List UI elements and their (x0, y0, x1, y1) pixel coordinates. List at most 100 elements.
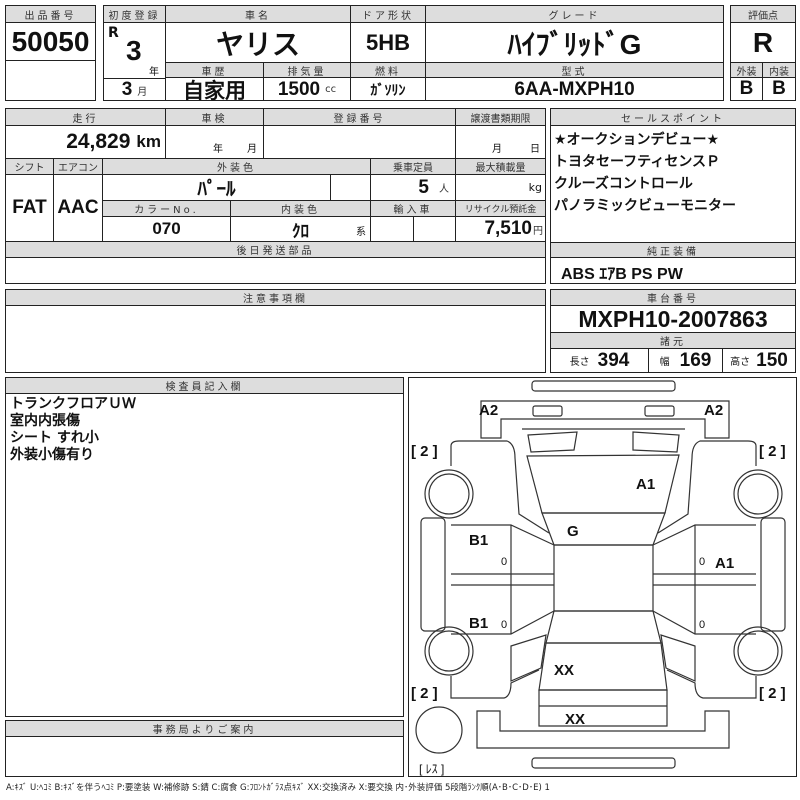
color-no: 070 (103, 217, 231, 242)
lot-box: 出品番号 50050 (5, 5, 96, 101)
displacement-value: 1500 (277, 78, 321, 100)
sales-point-item: クルーズコントロール (554, 176, 693, 192)
capacity-value: 5 (418, 176, 429, 198)
mileage: 24,829 km (6, 126, 166, 159)
mark-rear-hatch: XX (554, 662, 574, 679)
mark-front-right: A2 (704, 402, 723, 419)
later-parts-label: 後日発送部品 (6, 242, 545, 258)
int-color: ｸﾛ系 (231, 217, 371, 242)
tire-rl: [ 2 ] (411, 685, 438, 702)
headlight-right (644, 405, 675, 417)
tire-fr: [ 2 ] (759, 443, 786, 460)
inspector-note: 外装小傷有り (10, 447, 94, 463)
year: 3 (126, 35, 142, 66)
era: R (108, 25, 119, 41)
legend: A:ｷｽﾞ U:ﾍｺﾐ B:ｷｽﾞを伴うﾍｺﾐ P:要塗装 W:補修跡 S:錆 … (6, 783, 550, 793)
car-name: ヤリス (166, 23, 351, 63)
ac-label: エアコン (54, 159, 103, 175)
reg-no-label: 登録番号 (264, 109, 456, 126)
inspection-year-unit: 年 (213, 144, 223, 155)
ext-color: ﾊﾟｰﾙ (103, 175, 331, 201)
zero-mark: 0 (699, 556, 705, 568)
grade: ﾊｲﾌﾞﾘｯﾄﾞG (426, 23, 723, 63)
ext-color-extra (331, 175, 371, 201)
first-reg-year: R 3 年 (104, 23, 166, 81)
interior-score: B (772, 78, 786, 99)
spec-label: 諸元 (551, 333, 795, 349)
grille (522, 428, 685, 453)
history: 自家用 (166, 78, 264, 101)
capacity-unit: 人 (439, 184, 449, 195)
score-box: 評価点 R 外装 内装 B B (730, 5, 796, 101)
front-bar (531, 380, 676, 392)
inspector-note: 室内内張傷 (10, 413, 80, 429)
length-value: 394 (597, 349, 630, 371)
mark-windshield: G (567, 523, 579, 540)
door-label: ドア形状 (351, 6, 426, 23)
recycle-label: リサイクル預託金 (456, 201, 545, 217)
equipment: ABS ｴｱB PS PW (561, 266, 683, 283)
sales-point-item: ★オークションデビュー★ (554, 132, 720, 148)
exterior-label: 外装 (731, 63, 763, 78)
mileage-unit: km (136, 132, 161, 151)
first-reg-label: 初度登録 (104, 6, 166, 23)
sales-points-box: セールスポイント ★オークションデビュー★ トヨタセーフティセンスＰ クルーズコ… (550, 108, 796, 284)
tire-fl: [ 2 ] (411, 443, 438, 460)
transfer-month-unit: 月 (492, 144, 502, 155)
car-outline (415, 380, 786, 769)
load-label: 最大積載量 (456, 159, 545, 175)
transfer-date: 月日 (456, 126, 545, 159)
office-label: 事務局よりご案内 (6, 721, 403, 737)
month-unit: 月 (137, 86, 148, 98)
lot-number: 50050 (6, 23, 95, 61)
history-label: 車歴 (166, 63, 264, 78)
ext-color-label: 外装色 (103, 159, 371, 175)
inspector-note: トランクフロアＵＷ (10, 396, 136, 412)
year-unit: 年 (149, 67, 159, 78)
capacity-label: 乗車定員 (371, 159, 456, 175)
shift-label: シフト (6, 159, 54, 175)
rear-bumper (476, 710, 730, 749)
office-box: 事務局よりご案内 (5, 720, 404, 777)
right-fender (657, 440, 757, 534)
lot-label: 出品番号 (6, 6, 95, 23)
rear-panel (538, 689, 668, 727)
model-label: 型式 (426, 63, 723, 78)
left-sill (420, 517, 446, 632)
load: kg (456, 175, 545, 201)
rear-bar (531, 757, 676, 769)
int-color-label: 内装色 (231, 201, 371, 217)
transfer-label: 譲渡書類期限 (456, 109, 545, 126)
zero-mark: 0 (699, 619, 705, 631)
score-label: 評価点 (731, 6, 795, 23)
mileage-value: 24,829 (66, 130, 131, 153)
mark-left-front-door: B1 (469, 532, 488, 549)
right-sill (760, 517, 786, 632)
int-color-value: ｸﾛ (292, 221, 309, 241)
chassis-label: 車台番号 (551, 290, 795, 306)
zero-mark: 0 (501, 556, 507, 568)
right-quarter (660, 634, 757, 699)
sales-points-label: セールスポイント (551, 109, 795, 126)
inspector-note: シート すれ小 (10, 430, 99, 446)
left-fender (450, 440, 550, 534)
spare-tire (415, 706, 463, 754)
recycle-value: 7,510 (484, 218, 532, 239)
interior-label: 内装 (763, 63, 795, 78)
grade-label: グレード (426, 6, 723, 23)
car-name-label: 車名 (166, 6, 351, 23)
month: 3 (121, 79, 133, 100)
left-quarter (450, 634, 547, 699)
overall-score: R (731, 23, 795, 63)
mark-front-left: A2 (479, 402, 498, 419)
transfer-day-unit: 日 (530, 144, 540, 155)
ac: AAC (54, 175, 103, 242)
fuel: ｶﾞｿﾘﾝ (351, 78, 426, 101)
